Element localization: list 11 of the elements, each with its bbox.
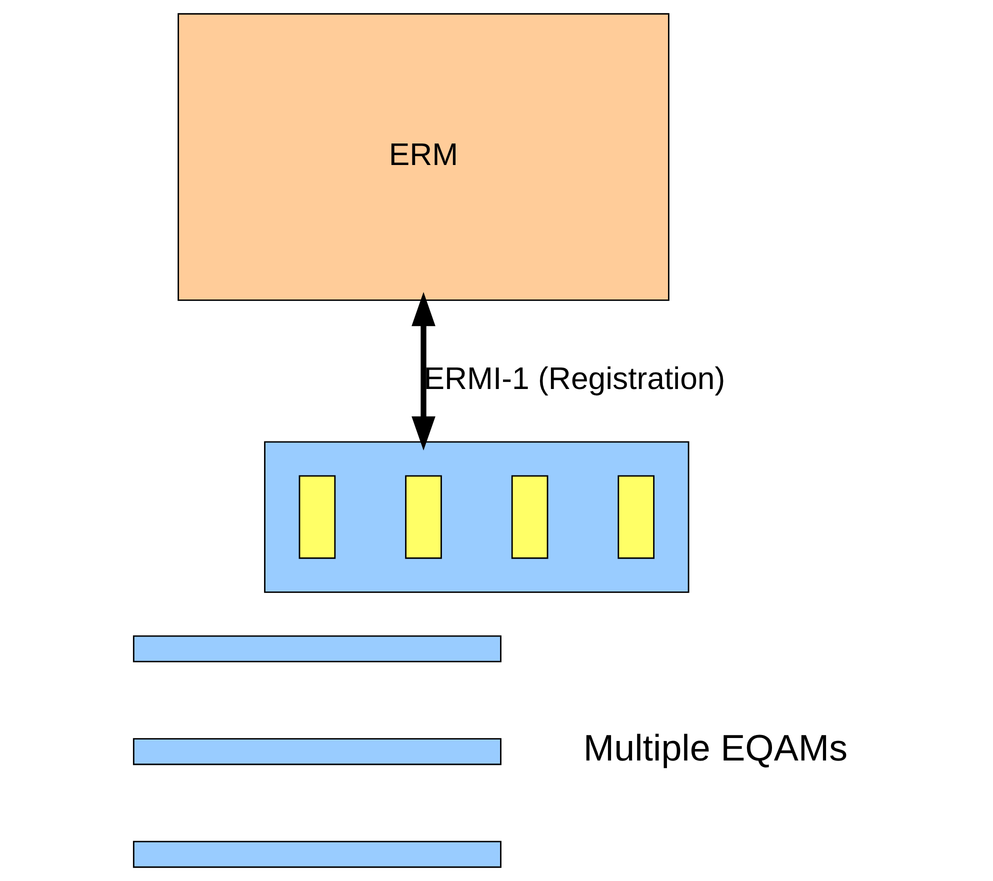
- arrow: [412, 292, 436, 450]
- node-box: ERM: [178, 13, 670, 301]
- node-box: [618, 475, 655, 559]
- node-box: [132, 738, 502, 766]
- node-box: [405, 475, 442, 559]
- node-box: [132, 840, 502, 868]
- node-box: [132, 635, 502, 662]
- node-box: [298, 475, 336, 559]
- node-box: [511, 475, 548, 559]
- label: Multiple EQAMs: [583, 728, 848, 769]
- cluster: [264, 441, 690, 593]
